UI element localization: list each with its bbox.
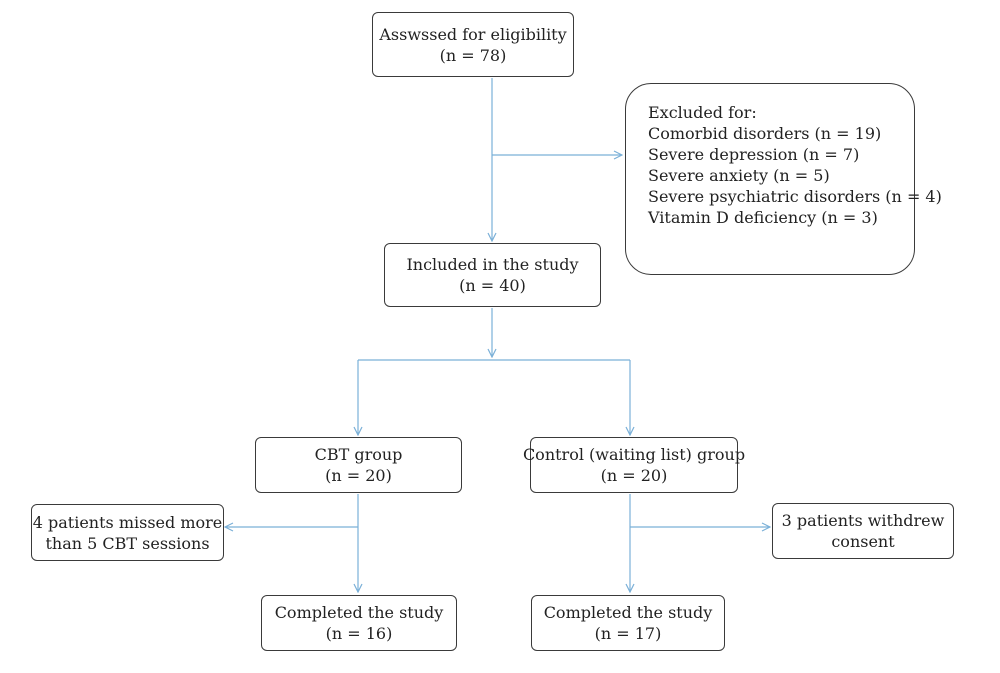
node-cbt-group: CBT group (n = 20)	[255, 437, 462, 493]
node-control-completed-line1: Completed the study	[543, 603, 713, 622]
node-cbt-missed: 4 patients missed more than 5 CBT sessio…	[31, 504, 224, 561]
node-control-line2: (n = 20)	[600, 466, 668, 485]
node-included-line2: (n = 40)	[459, 276, 526, 295]
node-control-completed-line2: (n = 17)	[594, 624, 662, 643]
node-control-withdrew-line1: 3 patients withdrew	[781, 511, 945, 530]
node-excluded-item: Severe psychiatric disorders (n = 4)	[648, 187, 942, 206]
node-control-withdrew: 3 patients withdrew consent	[772, 503, 954, 559]
node-excluded-item: Severe depression (n = 7)	[648, 145, 860, 164]
node-control-group: Control (waiting list) group (n = 20)	[523, 437, 745, 493]
node-cbt-completed-line2: (n = 16)	[325, 624, 393, 643]
node-excluded-item: Comorbid disorders (n = 19)	[648, 124, 882, 143]
node-control-withdrew-line2: consent	[831, 532, 895, 551]
node-control-line1: Control (waiting list) group	[522, 445, 746, 464]
node-cbt-missed-line1: 4 patients missed more	[32, 512, 223, 532]
node-excluded-item: Vitamin D deficiency (n = 3)	[648, 208, 878, 227]
node-excluded: Excluded for: Comorbid disorders (n = 19…	[625, 83, 942, 275]
node-cbt-missed-line2: than 5 CBT sessions	[45, 533, 210, 553]
node-cbt-line2: (n = 20)	[325, 466, 392, 485]
node-control-completed: Completed the study (n = 17)	[531, 595, 725, 651]
node-eligibility-line2: (n = 78)	[439, 45, 507, 65]
node-excluded-item: Severe anxiety (n = 5)	[648, 166, 830, 185]
node-cbt-line1: CBT group	[314, 445, 403, 464]
node-included: Included in the study (n = 40)	[384, 243, 601, 307]
node-cbt-completed: Completed the study (n = 16)	[261, 595, 457, 651]
node-cbt-completed-line1: Completed the study	[274, 603, 444, 622]
node-eligibility: Asswssed for eligibility (n = 78)	[372, 12, 574, 77]
node-excluded-title: Excluded for:	[648, 103, 757, 122]
node-included-line1: Included in the study	[406, 255, 579, 274]
node-eligibility-line1: Asswssed for eligibility	[379, 24, 567, 44]
